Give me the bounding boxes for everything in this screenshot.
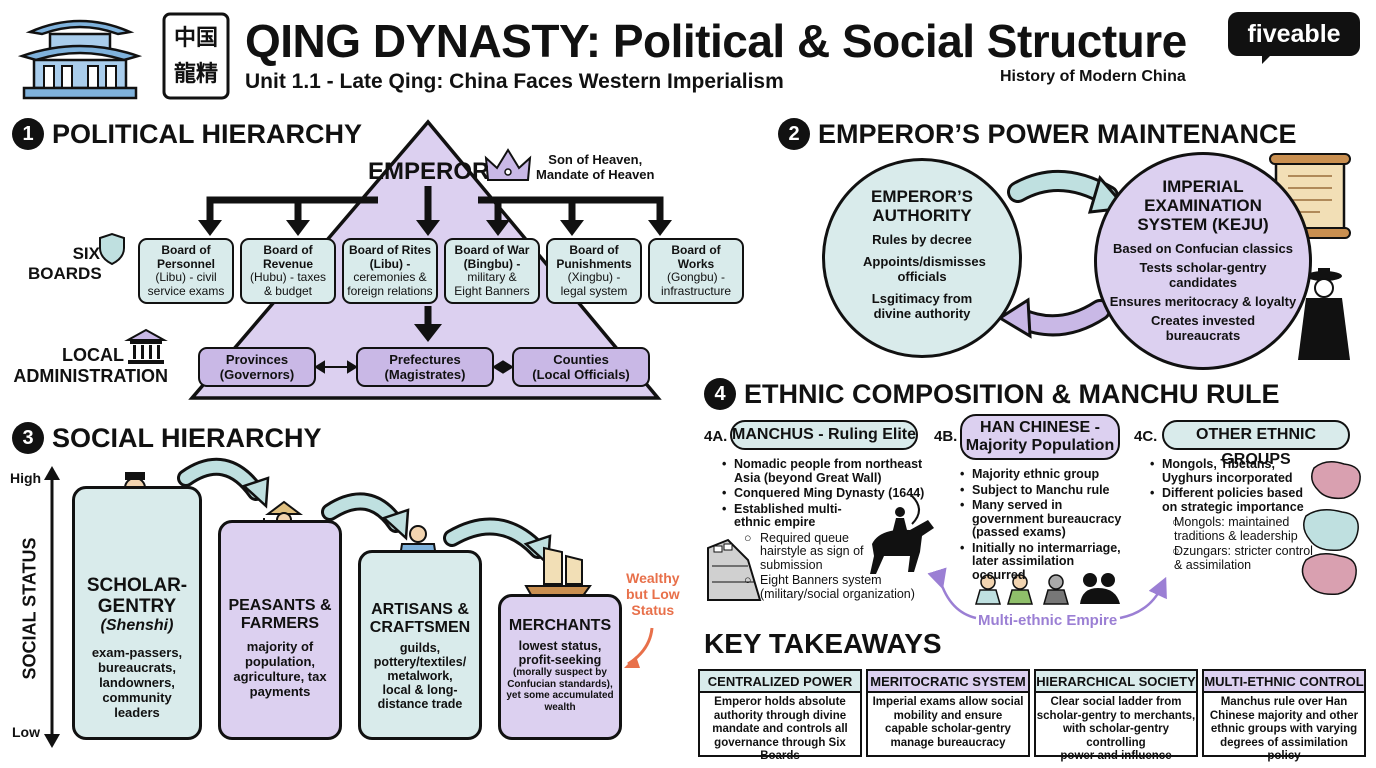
class-merchants[interactable]: MERCHANTS lowest status, profit-seeking … xyxy=(498,594,622,740)
page-title: QING DYNASTY: Political & Social Structu… xyxy=(245,15,1187,67)
section-social-title: 3 SOCIAL HIERARCHY xyxy=(12,422,322,454)
section-number: 4 xyxy=(704,378,736,410)
axis-low-label: Low xyxy=(12,724,40,740)
board-war[interactable]: Board of War(Bingbu) - military &Eight B… xyxy=(444,238,540,304)
local-admin-label: LOCAL ADMINISTRATION xyxy=(13,345,168,386)
group-tag-4c: 4C. xyxy=(1134,428,1158,445)
emperor-label: EMPEROR xyxy=(368,158,490,185)
keju-circle[interactable]: IMPERIAL EXAMINATION SYSTEM (KEJU) Based… xyxy=(1094,152,1312,370)
section-political-title: 1 POLITICAL HIERARCHY xyxy=(12,118,362,150)
pill-manchus[interactable]: MANCHUS - Ruling Elite xyxy=(730,420,918,450)
board-rites[interactable]: Board of Rites(Libu) - ceremonies &forei… xyxy=(342,238,438,304)
section-number: 1 xyxy=(12,118,44,150)
section-ethnic-title: 4 ETHNIC COMPOSITION & MANCHU RULE xyxy=(704,378,1280,410)
emperor-authority-circle[interactable]: EMPEROR’S AUTHORITY Rules by decree Appo… xyxy=(822,158,1022,358)
takeaway-multiethnic-head[interactable]: MULTI-ETHNIC CONTROL xyxy=(1202,669,1366,693)
seal-text: 中国龍精 xyxy=(173,25,218,87)
class-scholar-gentry[interactable]: SCHOLAR- GENTRY (Shenshi) exam-passers, … xyxy=(72,486,202,740)
class-peasants[interactable]: PEASANTS & FARMERS majority of populatio… xyxy=(218,520,342,740)
government-building-icon xyxy=(124,328,168,364)
wealth-note-arrow xyxy=(627,627,654,666)
six-boards-label: SIX BOARDS xyxy=(28,244,102,283)
course-name: History of Modern China xyxy=(1000,68,1186,85)
pagoda-icon xyxy=(17,19,143,100)
multi-ethnic-label: Multi-ethnic Empire xyxy=(978,612,1118,629)
takeaway-hierarchical-head[interactable]: HIERARCHICAL SOCIETY xyxy=(1034,669,1198,693)
seal-icon xyxy=(162,12,230,100)
han-list: Majority ethnic group Subject to Manchu … xyxy=(960,467,1130,584)
local-provinces[interactable]: Provinces(Governors) xyxy=(198,347,316,387)
axis-high-label: High xyxy=(10,470,42,486)
horse-archer-icon xyxy=(870,495,934,574)
class-artisans[interactable]: ARTISANS & CRAFTSMEN guilds, pottery/tex… xyxy=(358,550,482,740)
pill-other-groups[interactable]: OTHER ETHNIC GROUPS xyxy=(1162,420,1350,468)
social-flow-arrows xyxy=(177,457,552,567)
emperor-note: Son of Heaven, Mandate of Heaven xyxy=(536,152,655,182)
emperor-to-boards-arrows xyxy=(206,186,664,326)
page-subtitle: Unit 1.1 - Late Qing: China Faces Wester… xyxy=(245,70,784,93)
takeaway-meritocratic-head[interactable]: MERITOCRATIC SYSTEM xyxy=(866,669,1030,693)
group-tag-4b: 4B. xyxy=(934,428,958,445)
takeaway-centralized-head[interactable]: CENTRALIZED POWER xyxy=(698,669,862,693)
section-number: 2 xyxy=(778,118,810,150)
pill-han[interactable]: HAN CHINESE -Majority Population xyxy=(960,414,1120,460)
social-status-axis-label: SOCIAL STATUS xyxy=(19,537,40,680)
section-number: 3 xyxy=(12,422,44,454)
shield-icon xyxy=(99,232,125,266)
local-counties[interactable]: Counties(Local Officials) xyxy=(512,347,650,387)
brand-logo[interactable]: fiveable xyxy=(1228,12,1360,56)
takeaways-title: KEY TAKEAWAYS xyxy=(704,628,942,659)
manchus-list: Nomadic people from northeast Asia (beyo… xyxy=(722,457,936,603)
group-tag-4a: 4A. xyxy=(704,428,728,445)
local-prefectures[interactable]: Prefectures(Magistrates) xyxy=(356,347,494,387)
other-groups-list: Mongols, Tibetans, Uyghurs incorporated … xyxy=(1150,457,1318,574)
section-power-title: 2 EMPEROR’S POWER MAINTENANCE xyxy=(778,118,1297,150)
crown-icon xyxy=(484,148,532,181)
scholar-figure-icon xyxy=(1298,268,1350,360)
